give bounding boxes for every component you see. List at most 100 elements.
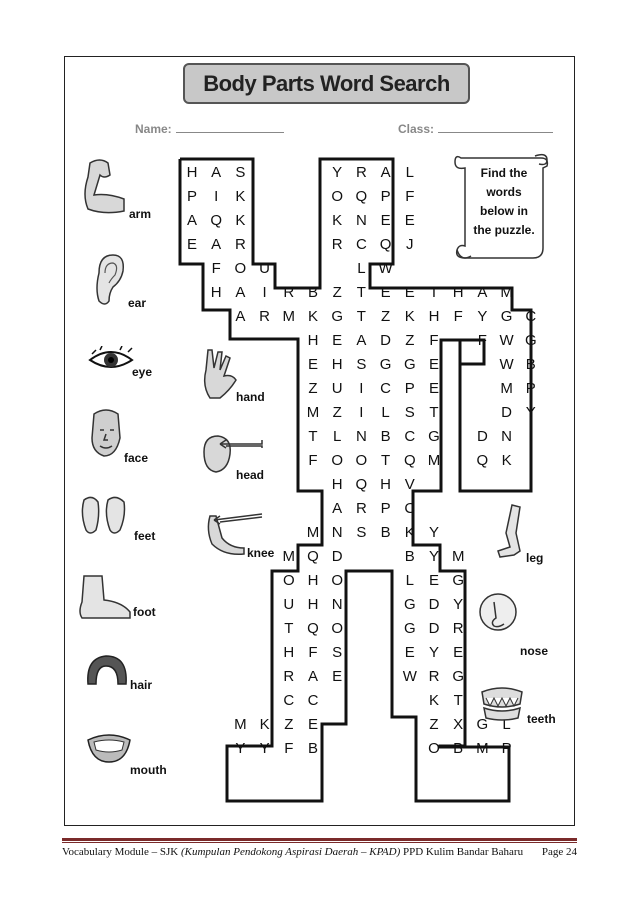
label-face: face — [124, 451, 149, 465]
grid-letter: L — [333, 428, 342, 445]
grid-letter: Z — [332, 404, 342, 421]
grid-letter: R — [234, 236, 246, 253]
grid-letter: A — [186, 212, 197, 229]
grid-letter: K — [235, 212, 246, 229]
leg-icon — [497, 504, 521, 558]
grid-letter: Y — [428, 524, 439, 541]
grid-letter: S — [235, 164, 246, 181]
grid-letter: H — [210, 284, 222, 301]
grid-letter: P — [186, 188, 197, 205]
grid-letter: I — [262, 284, 267, 301]
ear-icon — [96, 254, 125, 305]
grid-letter: G — [452, 668, 465, 685]
grid-letter: E — [332, 668, 343, 685]
foot-icon — [79, 575, 131, 619]
grid-letter: Z — [405, 332, 415, 349]
grid-letter: Q — [210, 212, 223, 229]
grid-letter: T — [429, 404, 439, 421]
grid-letter: P — [501, 740, 512, 757]
grid-letter: E — [332, 332, 343, 349]
grid-letter: G — [476, 716, 489, 733]
grid-letter: Y — [525, 404, 536, 421]
arm-icon — [84, 159, 125, 214]
label-eye: eye — [132, 365, 153, 379]
grid-letter: V — [404, 476, 415, 493]
grid-letter: A — [380, 164, 391, 181]
grid-letter: B — [307, 284, 318, 301]
grid-letter: O — [331, 620, 344, 637]
label-arm: arm — [129, 207, 152, 221]
knee-icon — [207, 513, 263, 556]
grid-letter: Q — [355, 476, 368, 493]
grid-letter: C — [355, 236, 367, 253]
hair-icon — [87, 655, 127, 685]
grid-letter: O — [428, 740, 440, 757]
grid-letter: C — [380, 380, 392, 397]
label-hair: hair — [130, 678, 153, 692]
grid-letter: E — [428, 380, 439, 397]
grid-letter: G — [379, 356, 392, 373]
grid-letter: O — [331, 188, 344, 205]
grid-letter: D — [501, 404, 513, 421]
grid-letter: B — [380, 428, 391, 445]
grid-letter: Z — [381, 308, 391, 325]
grid-letter: K — [307, 308, 318, 325]
grid-letter: E — [380, 212, 391, 229]
grid-letter: G — [331, 308, 344, 325]
worksheet-frame — [64, 56, 575, 826]
grid-letter: H — [186, 164, 198, 181]
grid-letter: N — [355, 428, 367, 445]
grid-letter: L — [381, 404, 390, 421]
grid-letter: A — [211, 236, 222, 253]
hand-icon — [203, 349, 237, 399]
grid-letter: L — [502, 716, 511, 733]
grid-letter: H — [307, 596, 319, 613]
grid-letter: Z — [308, 380, 318, 397]
grid-letter: A — [356, 332, 367, 349]
grid-letter: D — [428, 620, 440, 637]
grid-letter: L — [405, 164, 414, 181]
grid-letter: G — [428, 428, 440, 445]
grid-letter: W — [499, 356, 514, 373]
grid-letter: C — [404, 500, 416, 517]
grid-letter: E — [404, 212, 415, 229]
grid-letter: G — [403, 356, 416, 373]
grid-letter: E — [404, 644, 415, 661]
page-footer: Vocabulary Module – SJK (Kumpulan Pendok… — [62, 846, 577, 858]
grid-letter: U — [331, 380, 343, 397]
label-mouth: mouth — [130, 763, 167, 777]
label-leg: leg — [526, 551, 544, 565]
grid-letter: A — [332, 500, 343, 517]
grid-letter: Y — [428, 644, 439, 661]
grid-letter: R — [428, 668, 440, 685]
worksheet-title: Body Parts Word Search — [183, 63, 470, 104]
grid-letter: K — [404, 524, 415, 541]
grid-letter: B — [307, 740, 318, 757]
grid-letter: F — [477, 332, 487, 349]
grid-letter: L — [405, 572, 414, 589]
grid-letter: F — [405, 188, 415, 205]
grid-letter: W — [402, 668, 417, 685]
grid-letter: X — [453, 716, 464, 733]
instruction-text: Find the words below in the puzzle. — [473, 166, 535, 237]
grid-letter: Y — [235, 740, 246, 757]
label-foot: foot — [133, 605, 156, 619]
grid-letter: K — [259, 716, 270, 733]
grid-letter: I — [528, 428, 533, 445]
grid-letter: U — [283, 596, 295, 613]
grid-letter: K — [428, 692, 439, 709]
label-knee: knee — [247, 546, 275, 560]
teeth-icon — [481, 687, 523, 721]
grid-letter: M — [234, 716, 247, 733]
grid-letter: Y — [332, 164, 343, 181]
grid-letter: D — [380, 332, 392, 349]
grid-letter: R — [355, 500, 367, 517]
grid-letter: M — [500, 380, 513, 397]
grid-letter: H — [380, 476, 392, 493]
grid-letter: I — [214, 188, 219, 205]
grid-letter: K — [235, 188, 246, 205]
grid-letter: W — [378, 260, 393, 277]
grid-letter: Y — [477, 308, 488, 325]
grid-letter: R — [283, 668, 295, 685]
class-label: Class: — [398, 122, 435, 136]
